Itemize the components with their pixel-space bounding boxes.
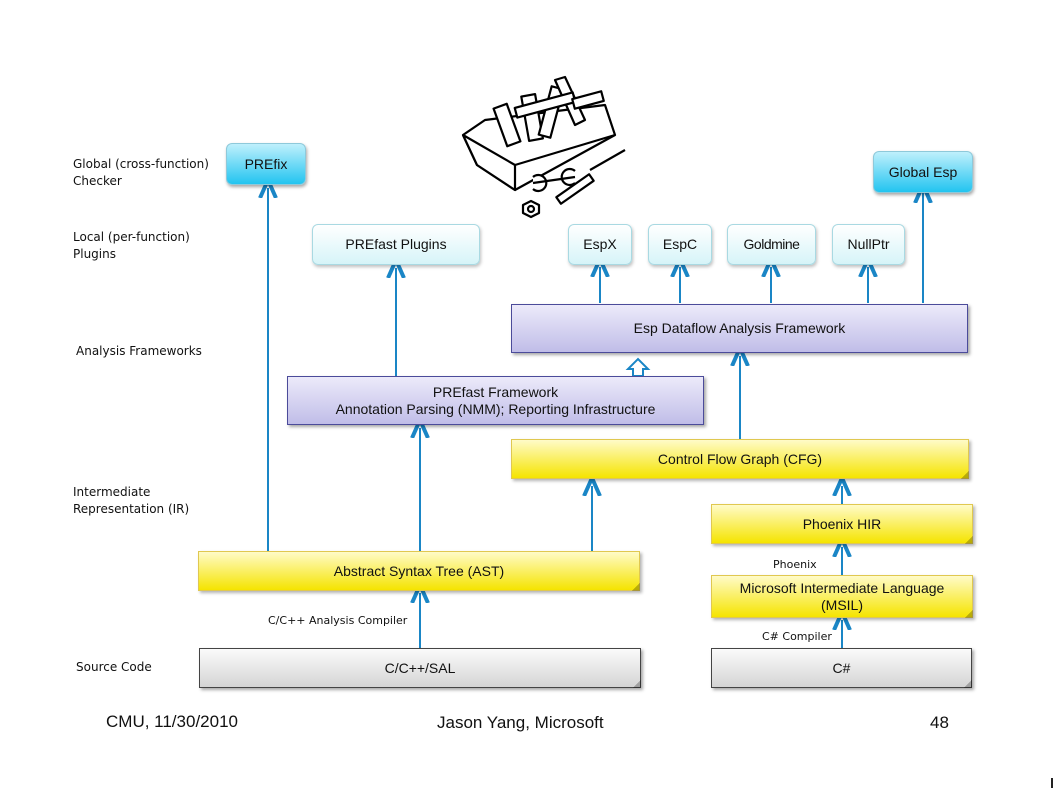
edge-label-phoenix: Phoenix	[773, 558, 817, 571]
node-nullptr: NullPtr	[832, 224, 905, 265]
edge-mark	[1051, 778, 1053, 788]
row-label-global-checker: Global (cross-function) Checker	[73, 156, 209, 190]
node-espc: EspC	[648, 224, 712, 265]
row-label-line: Checker	[73, 174, 122, 188]
msil-line-2: (MSIL)	[821, 596, 863, 613]
toolbox-icon	[461, 75, 626, 219]
edge-label-csharp-compiler: C# Compiler	[762, 630, 832, 643]
footer-author: Jason Yang, Microsoft	[437, 713, 604, 732]
edge-label-cpp-compiler: C/C++ Analysis Compiler	[268, 614, 408, 627]
msil-line-1: Microsoft Intermediate Language	[739, 579, 945, 596]
row-label-line: Global (cross-function)	[73, 157, 209, 171]
row-label-line: Intermediate	[73, 485, 151, 499]
row-label-source-code: Source Code	[76, 660, 152, 674]
node-global-esp: Global Esp	[873, 151, 973, 193]
node-espx: EspX	[568, 224, 632, 265]
page-number: 48	[930, 713, 949, 732]
footer-venue-date: CMU, 11/30/2010	[106, 712, 238, 731]
row-label-local-plugins: Local (per-function) Plugins	[73, 229, 190, 263]
prefast-framework-subtitle: Annotation Parsing (NMM); Reporting Infr…	[335, 400, 656, 417]
row-label-line: Plugins	[73, 247, 116, 261]
node-csharp: C#	[711, 648, 972, 688]
row-label-ir: Intermediate Representation (IR)	[73, 484, 189, 518]
node-cfg: Control Flow Graph (CFG)	[511, 439, 969, 479]
row-label-analysis-frameworks: Analysis Frameworks	[76, 344, 202, 358]
node-prefix: PREfix	[226, 143, 306, 185]
node-goldmine: Goldmine	[727, 224, 816, 265]
node-c-cpp-sal: C/C++/SAL	[199, 648, 641, 688]
node-esp-dataflow-framework: Esp Dataflow Analysis Framework	[511, 304, 968, 353]
node-ast: Abstract Syntax Tree (AST)	[198, 551, 640, 591]
row-label-line: Representation (IR)	[73, 502, 190, 516]
node-prefast-framework: PREfast Framework Annotation Parsing (NM…	[287, 376, 704, 425]
row-label-line: Local (per-function)	[73, 230, 190, 244]
hollow-arrow-prefast-to-esp	[625, 357, 651, 377]
node-msil: Microsoft Intermediate Language (MSIL)	[711, 575, 973, 618]
prefast-framework-title: PREfast Framework	[432, 383, 559, 400]
node-phoenix-hir: Phoenix HIR	[711, 504, 973, 544]
node-prefast-plugins: PREfast Plugins	[312, 224, 480, 265]
